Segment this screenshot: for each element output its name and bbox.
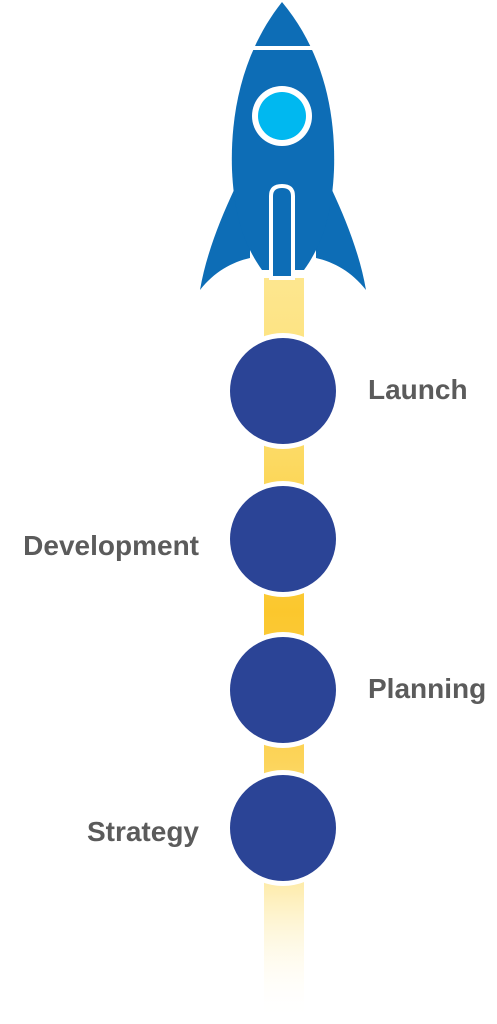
milestone-launch [230, 338, 336, 444]
rocket-icon [200, 2, 366, 290]
milestone-planning [230, 637, 336, 743]
label-launch: Launch [368, 374, 468, 405]
label-strategy: Strategy [86, 816, 199, 847]
label-development: Development [23, 530, 199, 561]
milestone-strategy [230, 775, 336, 881]
milestone-development [230, 486, 336, 592]
label-planning: Planning [368, 673, 487, 704]
